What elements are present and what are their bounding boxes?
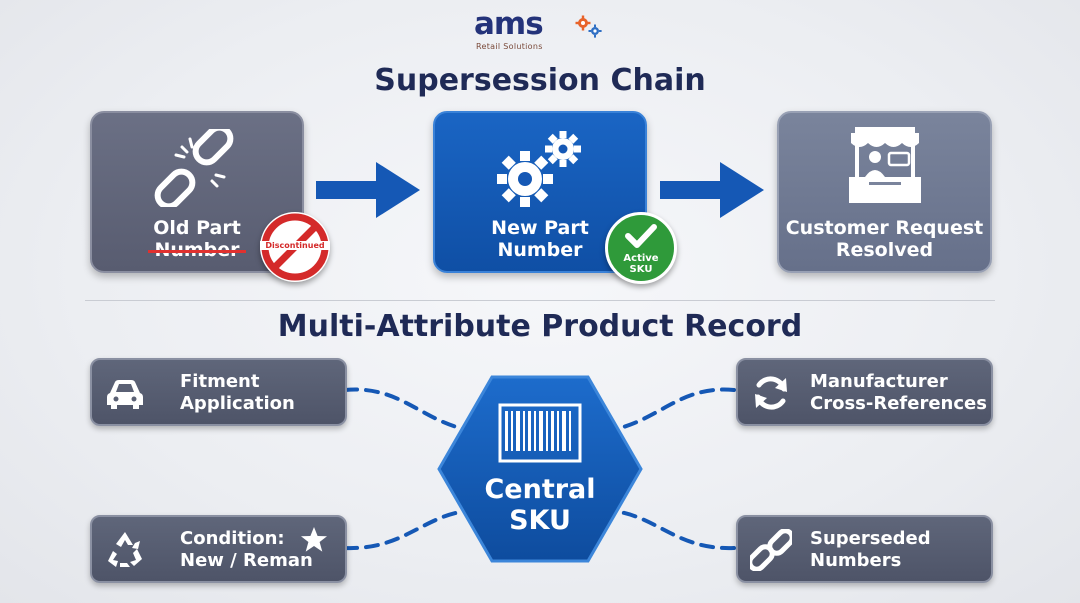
discontinued-badge-label: Discontinued — [260, 241, 330, 250]
multi-attribute-title: Multi-Attribute Product Record — [277, 309, 803, 344]
central-sku-label: Central SKU — [437, 474, 643, 536]
logo-wordmark: ams — [474, 6, 544, 42]
arrow-right-2 — [660, 162, 764, 218]
superseded-numbers-card: Superseded Numbers — [736, 515, 993, 583]
active-sku-line2: SKU — [629, 264, 653, 275]
active-sku-line1: Active — [623, 253, 659, 264]
new-part-label-line1: New Part — [491, 217, 589, 239]
central-sku-line2: SKU — [509, 505, 571, 536]
discontinued-badge: Discontinued — [260, 212, 330, 282]
central-sku-line1: Central — [484, 474, 596, 505]
arrow-right-1 — [316, 162, 420, 218]
customer-label-line2: Resolved — [835, 239, 934, 261]
supersession-chain-title: Supersession Chain — [374, 63, 706, 98]
fitment-line1: Fitment — [180, 371, 260, 392]
old-part-label-line1: Old Part — [153, 217, 241, 239]
star-icon — [301, 527, 327, 552]
central-sku-hexagon — [437, 375, 643, 563]
active-sku-badge: Active SKU — [605, 212, 677, 284]
barcode-icon — [498, 403, 582, 463]
fitment-application-card: Fitment Application — [90, 358, 347, 426]
broken-link-icon — [154, 129, 234, 207]
condition-card: Condition: New / Reman — [90, 515, 347, 583]
superseded-line1: Superseded — [810, 528, 931, 549]
manufacturer-line2: Cross-References — [810, 393, 987, 414]
manufacturer-cross-references-card: Manufacturer Cross-References — [736, 358, 993, 426]
strikethrough-line — [148, 250, 246, 253]
customer-label-line1: Customer Request — [785, 217, 984, 239]
manufacturer-line1: Manufacturer — [810, 371, 948, 392]
recycle-icon — [108, 532, 142, 567]
gears-icon — [497, 131, 581, 207]
new-part-label-line2: Number — [497, 239, 583, 261]
condition-line1: Condition: — [180, 528, 285, 549]
superseded-line2: Numbers — [810, 550, 902, 571]
logo-gears-icon — [575, 15, 602, 38]
storefront-icon — [849, 127, 921, 203]
logo-tagline: Retail Solutions — [476, 42, 543, 51]
checkmark-icon — [625, 224, 657, 248]
sync-icon — [755, 376, 787, 410]
section-divider — [85, 300, 995, 301]
car-icon — [107, 380, 143, 409]
ams-logo: ams Retail Solutions — [470, 6, 610, 56]
fitment-line2: Application — [180, 393, 295, 414]
customer-request-card: Customer Request Resolved — [777, 111, 992, 273]
link-icon — [750, 529, 792, 571]
condition-line2: New / Reman — [180, 550, 313, 571]
